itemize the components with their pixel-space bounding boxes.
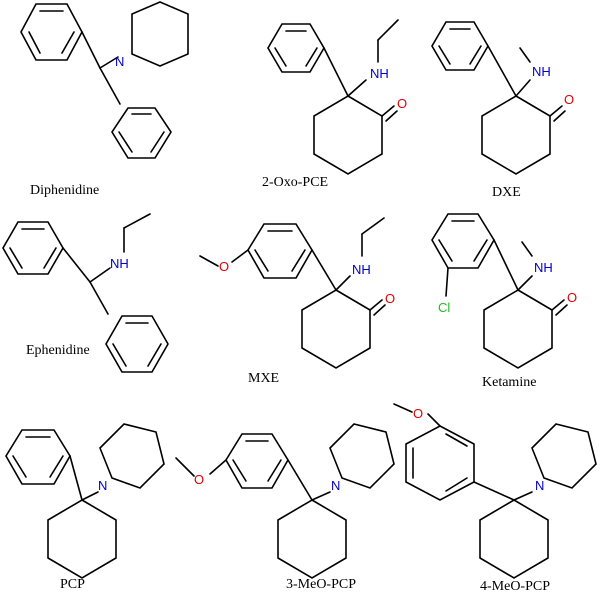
methoxyphenyl-ring: [405, 425, 475, 501]
cyclohexanone-ring: [313, 95, 383, 175]
piperidine-ring: [531, 423, 597, 489]
methoxyphenyl-ring: [225, 433, 289, 489]
molecule-mxe: O NH O MXE: [199, 217, 395, 386]
molecule-pcp: N PCP: [5, 423, 165, 592]
phenyl-ring: [267, 23, 325, 73]
oxygen-atom: O: [564, 92, 574, 107]
methoxyphenyl-ring: [247, 223, 313, 279]
piperidine-ring: [99, 423, 165, 489]
phenyl-ring: [20, 3, 83, 61]
molecule-ketamine: Cl NH O Ketamine: [431, 213, 577, 390]
oxygen-atom: O: [567, 290, 577, 305]
molecule-4-meo-pcp: O N 4-MeO-PCP: [393, 403, 597, 594]
piperidine-ring: [131, 1, 189, 67]
oxygen-atom: O: [385, 291, 395, 306]
molecule-name: MXE: [248, 371, 279, 386]
piperidine-ring: [329, 423, 395, 489]
phenyl-ring: [105, 315, 169, 373]
nh-group: NH: [534, 260, 553, 275]
nitrogen-atom: N: [98, 478, 107, 493]
nh-group: NH: [532, 64, 551, 79]
cyclohexanone-ring: [483, 289, 553, 369]
molecule-name: 2-Oxo-PCE: [262, 175, 328, 190]
molecule-name: 3-MeO-PCP: [286, 577, 356, 592]
nh-group: NH: [110, 256, 129, 271]
phenyl-ring: [431, 21, 489, 71]
nitrogen-atom: N: [115, 54, 124, 69]
phenyl-ring: [111, 107, 172, 159]
oxygen-atom: O: [219, 259, 229, 274]
cyclohexanone-ring: [301, 289, 371, 369]
cyclohexyl-ring: [277, 499, 347, 579]
molecule-diphenidine: N Diphenidine: [20, 1, 189, 198]
oxygen-atom: O: [194, 472, 204, 487]
nh-group: NH: [352, 262, 371, 277]
phenyl-ring: [5, 429, 71, 485]
oxygen-atom: O: [413, 406, 423, 421]
nitrogen-atom: N: [331, 478, 340, 493]
molecule-name: DXE: [492, 185, 521, 200]
cyclohexanone-ring: [481, 95, 551, 175]
cyclohexyl-ring: [479, 499, 549, 579]
molecule-name: PCP: [60, 577, 85, 592]
phenyl-ring: [2, 221, 64, 275]
chlorine-atom: Cl: [438, 300, 450, 315]
oxygen-atom: O: [397, 96, 407, 111]
molecule-2-oxo-pce: NH O 2-Oxo-PCE: [262, 19, 407, 190]
molecule-name: 4-MeO-PCP: [480, 579, 550, 594]
molecule-ephenidine: NH Ephenidine: [2, 213, 169, 373]
nitrogen-atom: N: [535, 478, 544, 493]
chlorophenyl-ring: [431, 213, 495, 269]
molecule-3-meo-pcp: O N 3-MeO-PCP: [175, 423, 395, 592]
molecule-name: Diphenidine: [30, 183, 99, 198]
molecule-name: Ketamine: [482, 375, 536, 390]
molecule-name: Ephenidine: [26, 343, 90, 358]
molecule-dxe: NH O DXE: [431, 21, 574, 200]
cyclohexyl-ring: [47, 499, 117, 579]
nh-group: NH: [370, 66, 389, 81]
